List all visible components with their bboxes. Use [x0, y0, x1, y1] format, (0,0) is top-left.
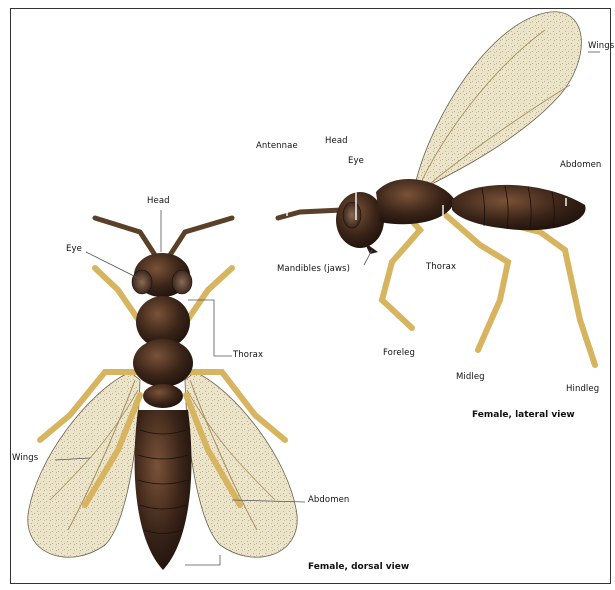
dorsal-wings-label: Wings [12, 453, 38, 463]
dorsal-thorax [133, 296, 193, 408]
dorsal-view [28, 210, 305, 570]
lateral-wings [415, 12, 581, 190]
lateral-legs [382, 205, 595, 365]
lateral-head-label: Head [325, 136, 348, 146]
lateral-antennae-label: Antennae [256, 141, 298, 151]
dorsal-eye-label: Eye [66, 244, 82, 254]
lateral-view [278, 12, 600, 365]
dorsal-head-label: Head [147, 196, 170, 206]
lateral-thorax-label: Thorax [426, 262, 456, 272]
dorsal-antennae [95, 218, 232, 255]
dorsal-caption: Female, dorsal view [308, 562, 409, 572]
lateral-eye-label: Eye [348, 156, 364, 166]
lateral-caption: Female, lateral view [472, 410, 575, 420]
lateral-mandibles-label: Mandibles (jaws) [277, 264, 350, 274]
dorsal-thorax-label: Thorax [233, 350, 263, 360]
lateral-hindleg-label: Hindleg [566, 384, 599, 394]
lateral-head [336, 192, 384, 254]
lateral-wings-label: Wings [588, 41, 614, 51]
dorsal-abdomen [135, 410, 192, 570]
dorsal-head [132, 253, 192, 297]
lateral-foreleg-label: Foreleg [383, 348, 415, 358]
lateral-midleg-label: Midleg [456, 372, 485, 382]
lateral-abdomen-label: Abdomen [560, 160, 601, 170]
dorsal-abdomen-label: Abdomen [308, 495, 349, 505]
lateral-abdomen [452, 185, 586, 230]
